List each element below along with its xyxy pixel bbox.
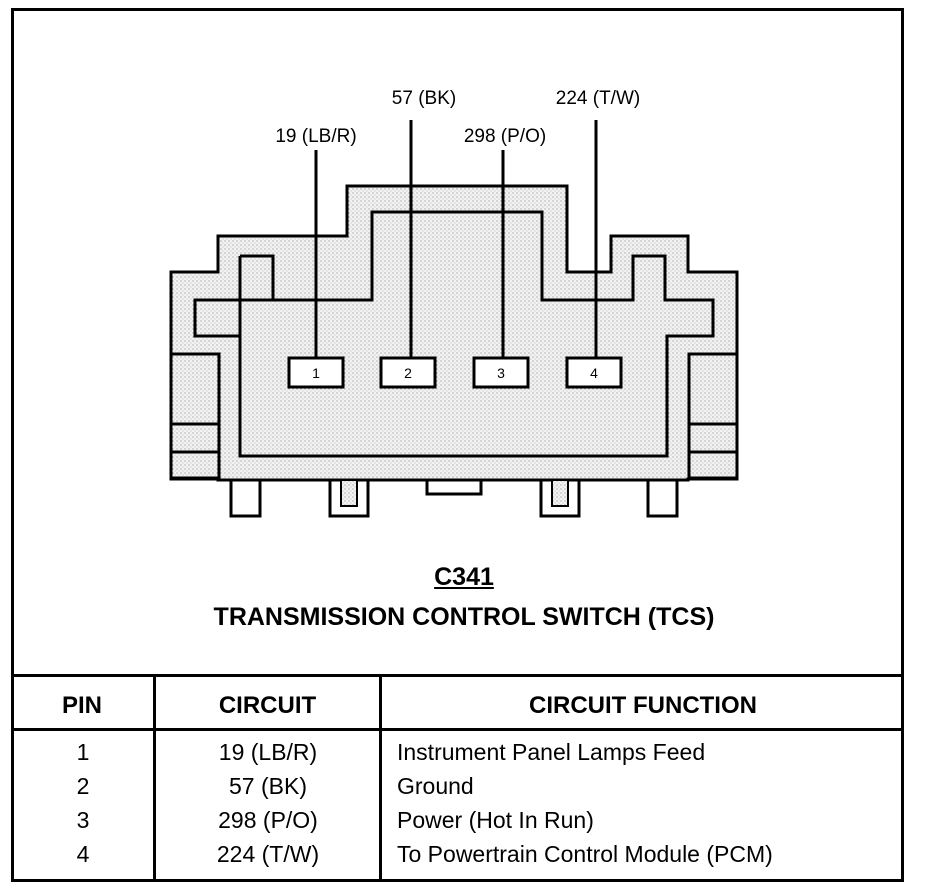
diagram-frame bbox=[11, 8, 904, 882]
cell-function: Power (Hot In Run) bbox=[397, 807, 594, 833]
table-row: 3 298 (P/O) Power (Hot In Run) bbox=[11, 804, 904, 837]
connector-name: TRANSMISSION CONTROL SWITCH (TCS) bbox=[213, 603, 715, 631]
cell-pin: 3 bbox=[76, 807, 90, 833]
header-circuit: CIRCUIT bbox=[218, 692, 317, 719]
cell-pin: 1 bbox=[76, 739, 90, 765]
cell-pin: 4 bbox=[76, 841, 90, 867]
pin-number-4: 4 bbox=[590, 365, 598, 381]
pin-box-2 bbox=[379, 356, 437, 389]
pin-box-4 bbox=[565, 356, 623, 389]
wire-label-1: 19 (LB/R) bbox=[275, 126, 356, 147]
header-pin: PIN bbox=[61, 692, 102, 719]
header-circuit-function: CIRCUIT FUNCTION bbox=[529, 692, 757, 719]
terminal-tab bbox=[425, 478, 483, 496]
right-latch bbox=[687, 352, 739, 480]
left-latch bbox=[169, 352, 221, 480]
connector-diagram: 1 2 3 4 19 (LB/R) 57 (BK) 298 (P/O) 224 … bbox=[169, 88, 739, 518]
pin-box-3 bbox=[472, 356, 530, 389]
cell-pin: 2 bbox=[76, 773, 90, 799]
cell-function: Ground bbox=[397, 773, 474, 799]
cell-circuit: 298 (P/O) bbox=[218, 807, 318, 833]
cell-function: Instrument Panel Lamps Feed bbox=[397, 739, 706, 765]
cell-circuit: 57 (BK) bbox=[229, 773, 307, 799]
cell-circuit: 19 (LB/R) bbox=[218, 739, 318, 765]
cell-circuit: 224 (T/W) bbox=[216, 841, 320, 867]
pin-box-1 bbox=[287, 356, 345, 389]
table-row: 2 57 (BK) Ground bbox=[11, 770, 904, 803]
cell-function: To Powertrain Control Module (PCM) bbox=[397, 841, 773, 867]
connector-id: C341 bbox=[434, 563, 494, 591]
terminal-tab bbox=[229, 478, 262, 518]
wire-label-3: 298 (P/O) bbox=[464, 126, 546, 147]
table-row: 4 224 (T/W) To Powertrain Control Module… bbox=[11, 838, 904, 871]
pin-number-1: 1 bbox=[312, 365, 320, 381]
wire-label-2: 57 (BK) bbox=[392, 88, 456, 109]
pin-number-2: 2 bbox=[404, 365, 412, 381]
table-row: 1 19 (LB/R) Instrument Panel Lamps Feed bbox=[11, 736, 904, 769]
terminal-tab bbox=[646, 478, 679, 518]
pinout-table: PIN CIRCUIT CIRCUIT FUNCTION 1 19 (LB/R)… bbox=[11, 674, 904, 882]
pin-number-3: 3 bbox=[497, 365, 505, 381]
wire-label-4: 224 (T/W) bbox=[556, 88, 640, 109]
